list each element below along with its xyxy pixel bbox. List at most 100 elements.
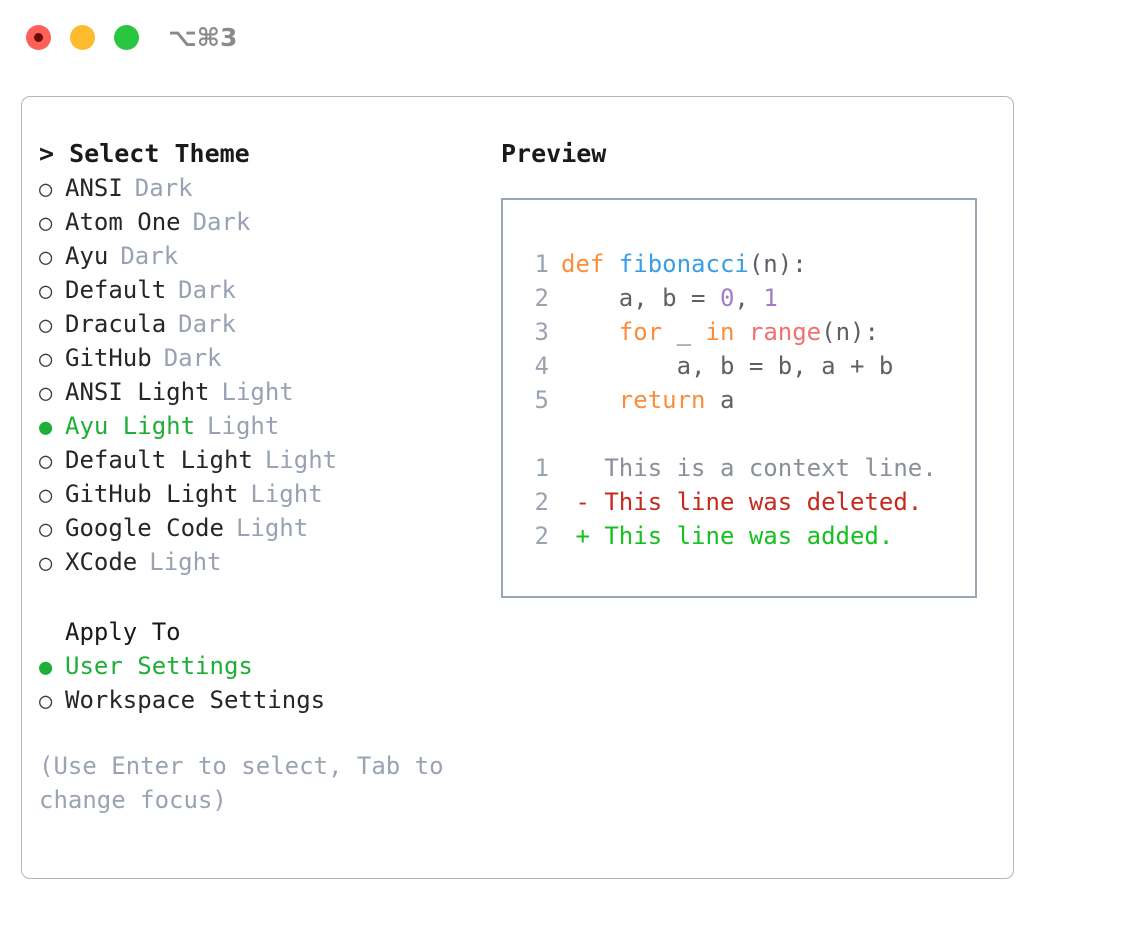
apply-to-option-workspace-settings[interactable]: ○Workspace Settings	[39, 683, 479, 717]
keyboard-hint: (Use Enter to select, Tab to change focu…	[39, 752, 444, 814]
radio-unselected-icon[interactable]: ○	[39, 551, 53, 576]
code-spacer	[503, 417, 975, 451]
radio-unselected-icon[interactable]: ○	[39, 245, 53, 270]
theme-option-ayu[interactable]: ○ Ayu Dark	[39, 239, 479, 273]
theme-option-label: XCode	[65, 548, 138, 576]
token-num: 1	[763, 284, 778, 312]
token-kw: in	[705, 318, 735, 346]
theme-variant-tag: Dark	[134, 174, 193, 202]
token-kw: for	[618, 318, 663, 346]
title-bar: ⌥⌘3	[0, 0, 1140, 78]
radio-unselected-icon[interactable]: ○	[39, 177, 53, 202]
theme-option-github[interactable]: ○ GitHub Dark	[39, 341, 479, 375]
token-call: range	[748, 318, 822, 346]
code-line: 1 def fibonacci(n):	[503, 247, 975, 281]
radio-unselected-icon[interactable]: ○	[39, 279, 53, 304]
diff-preview: 1 This is a context line.2 - This line w…	[503, 451, 975, 553]
theme-option-ansi[interactable]: ○ ANSI Dark	[39, 171, 479, 205]
theme-option-default-light[interactable]: ○ Default Light Light	[39, 443, 479, 477]
line-number: 4	[534, 352, 549, 380]
theme-option-label: Ayu	[65, 242, 109, 270]
maximize-button[interactable]	[114, 25, 139, 50]
theme-option-xcode[interactable]: ○ XCode Light	[39, 545, 479, 579]
radio-unselected-icon[interactable]: ○	[39, 381, 53, 406]
theme-option-label: Dracula	[65, 310, 167, 338]
diff-line-add: 2 + This line was added.	[503, 519, 975, 553]
theme-variant-tag: Light	[264, 446, 338, 474]
theme-option-label: Atom One	[65, 208, 181, 236]
theme-variant-tag: Light	[221, 378, 294, 406]
theme-option-google-code[interactable]: ○ Google Code Light	[39, 511, 479, 545]
theme-variant-tag: Dark	[163, 344, 222, 372]
theme-variant-tag: Light	[250, 480, 323, 508]
diff-content: + This line was added.	[561, 522, 894, 550]
theme-option-label: ANSI	[65, 174, 123, 202]
code-line: 3 for _ in range(n):	[503, 315, 975, 349]
token-txt	[734, 318, 748, 346]
token-txt: a, b = b, a + b	[561, 352, 894, 380]
radio-selected-icon[interactable]: ●	[39, 655, 53, 680]
theme-option-default[interactable]: ○ Default Dark	[39, 273, 479, 307]
diff-content: - This line was deleted.	[561, 488, 923, 516]
token-kw: def	[561, 250, 619, 278]
code-content: for _ in range(n):	[561, 315, 879, 349]
radio-unselected-icon[interactable]: ○	[39, 483, 53, 508]
theme-option-label: Google Code	[65, 514, 224, 542]
theme-option-label: GitHub	[65, 344, 152, 372]
code-content: def fibonacci(n):	[561, 247, 807, 281]
code-line: 5 return a	[503, 383, 975, 417]
token-fn: fibonacci	[618, 250, 749, 278]
apply-to-option-user-settings[interactable]: ●User Settings	[39, 649, 479, 683]
theme-variant-tag: Light	[207, 412, 280, 440]
theme-variant-tag: Dark	[120, 242, 179, 270]
token-kw: return	[618, 386, 706, 414]
window-controls	[26, 25, 139, 50]
radio-unselected-icon[interactable]: ○	[39, 449, 53, 474]
code-line: 4 a, b = b, a + b	[503, 349, 975, 383]
radio-unselected-icon[interactable]: ○	[39, 689, 53, 714]
theme-variant-tag: Light	[235, 514, 309, 542]
minimize-button[interactable]	[70, 25, 95, 50]
close-button[interactable]	[26, 25, 51, 50]
apply-to-heading: Apply To	[65, 618, 181, 646]
diff-line-del: 2 - This line was deleted.	[503, 485, 975, 519]
theme-option-label: Default Light	[65, 446, 253, 474]
line-number: 2	[534, 284, 549, 312]
radio-unselected-icon[interactable]: ○	[39, 313, 53, 338]
theme-variant-tag: Dark	[192, 208, 251, 236]
theme-variant-tag: Light	[149, 548, 222, 576]
code-line: 2 a, b = 0, 1	[503, 281, 975, 315]
token-punc: (n):	[821, 318, 879, 346]
radio-unselected-icon[interactable]: ○	[39, 517, 53, 542]
code-content: return a	[561, 383, 735, 417]
token-txt: ,	[734, 284, 764, 312]
theme-option-atom-one[interactable]: ○ Atom One Dark	[39, 205, 479, 239]
radio-unselected-icon[interactable]: ○	[39, 211, 53, 236]
token-txt: _	[662, 318, 706, 346]
line-number: 2	[534, 488, 549, 516]
diff-line-ctx: 1 This is a context line.	[503, 451, 975, 485]
radio-unselected-icon[interactable]: ○	[39, 347, 53, 372]
line-number: 1	[534, 250, 549, 278]
line-number: 1	[534, 454, 549, 482]
radio-selected-icon[interactable]: ●	[39, 415, 53, 440]
code-content: a, b = b, a + b	[561, 349, 894, 383]
token-txt: a	[705, 386, 735, 414]
token-txt	[561, 386, 619, 414]
token-num: 0	[719, 284, 735, 312]
token-txt	[561, 318, 619, 346]
keyboard-shortcut-label: ⌥⌘3	[168, 23, 238, 52]
theme-variant-tag: Dark	[178, 276, 236, 304]
apply-to-list[interactable]: ●User Settings○Workspace Settings	[39, 649, 479, 717]
theme-option-label: Default	[65, 276, 167, 304]
diff-content: This is a context line.	[561, 454, 937, 482]
